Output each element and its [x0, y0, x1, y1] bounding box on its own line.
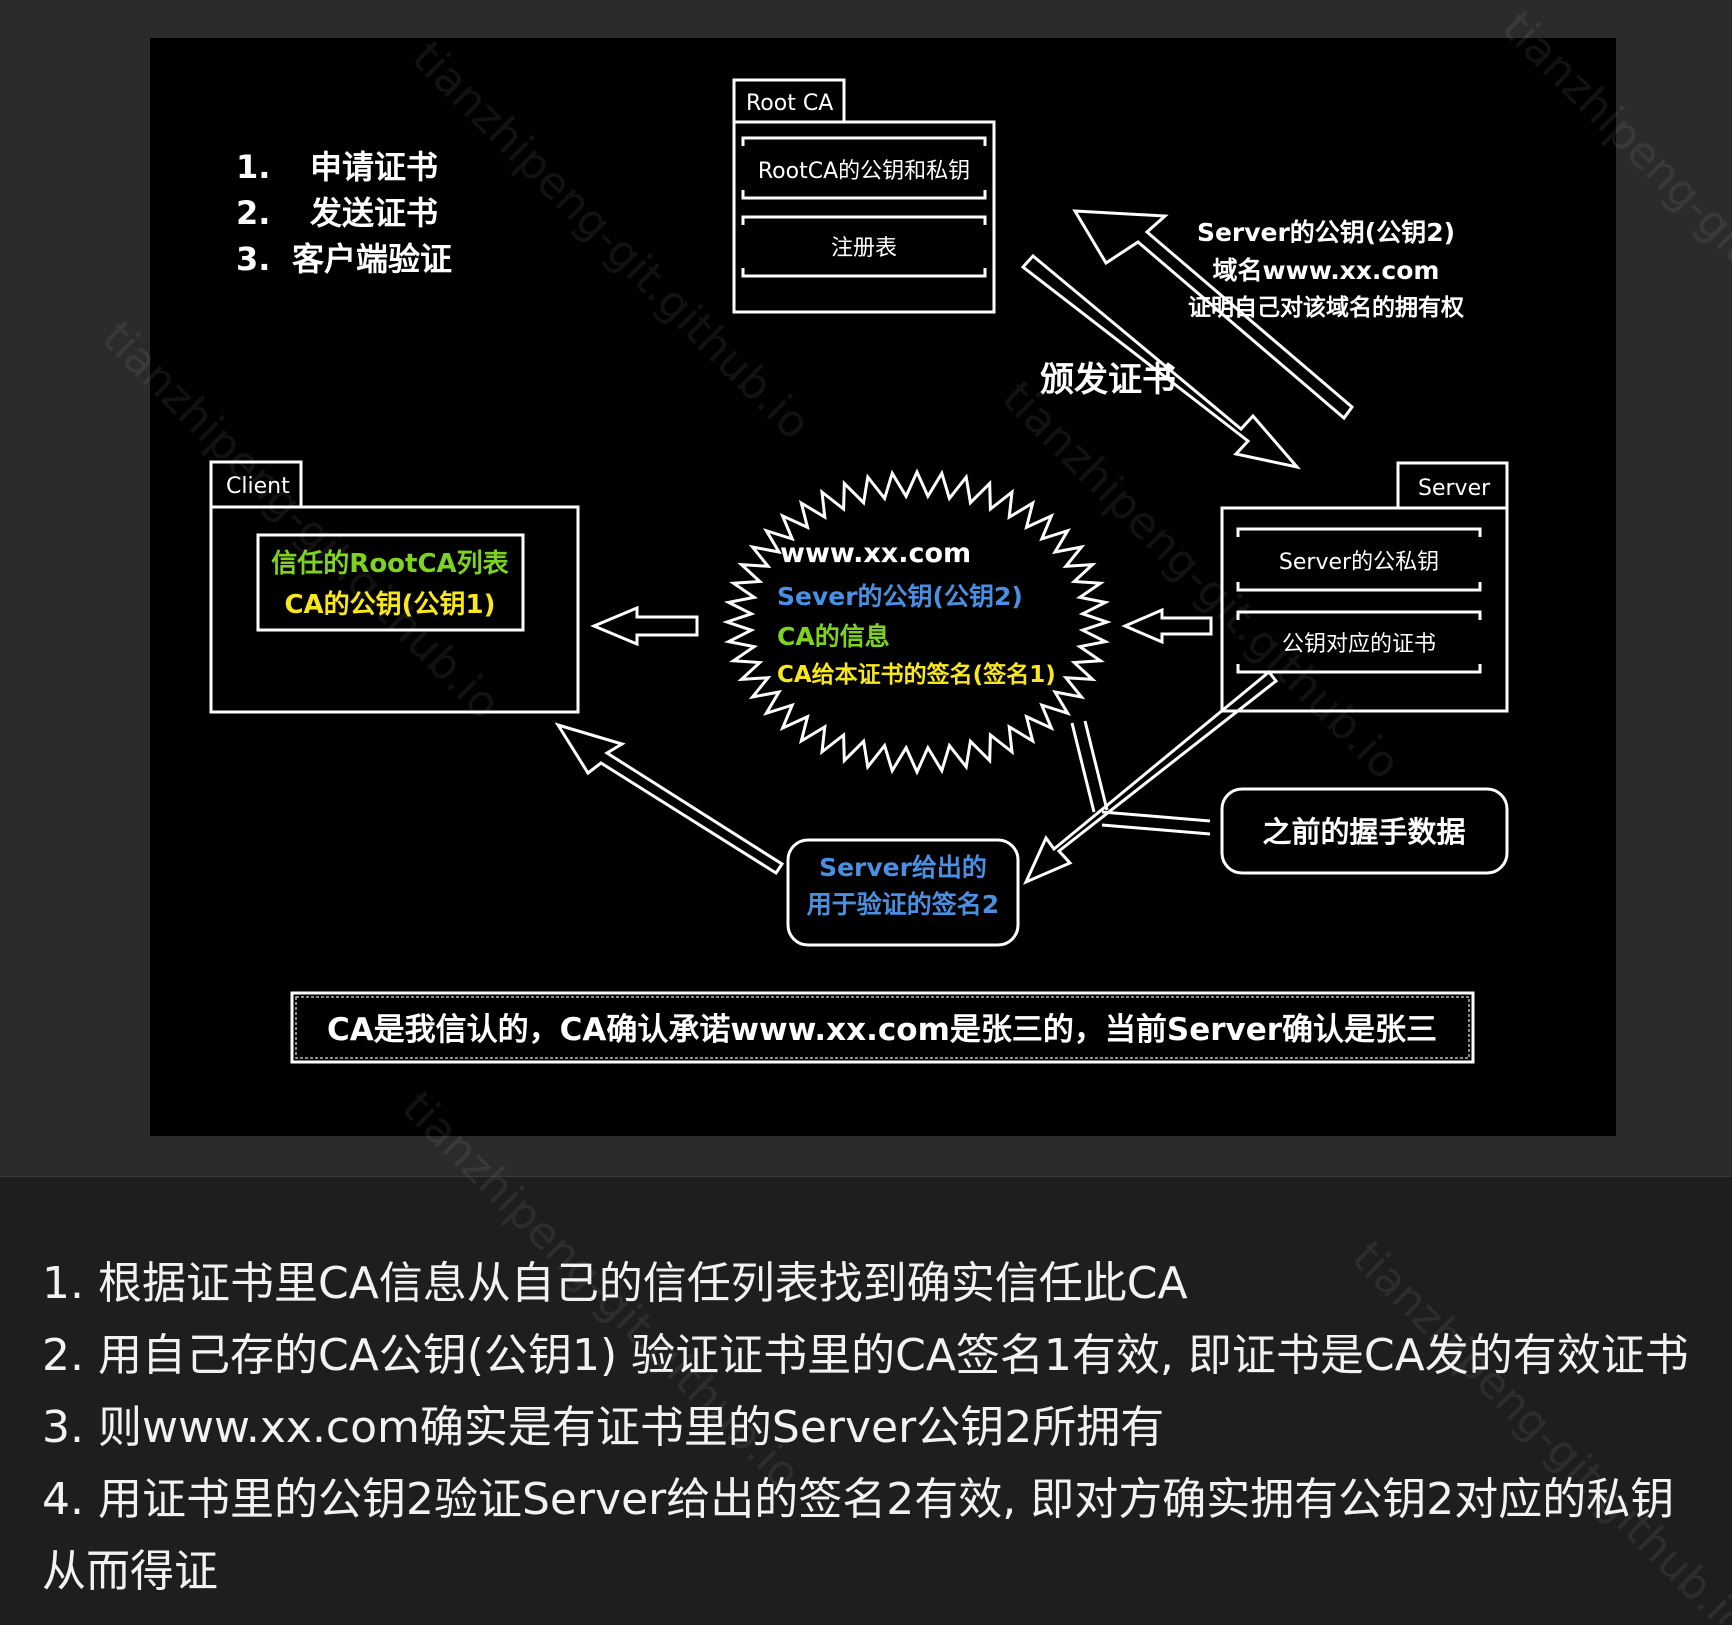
server-keypair-label: Server的公私钥: [1279, 550, 1439, 575]
handshake-label: 之前的握手数据: [1262, 815, 1465, 849]
root-ca-keys-box: [741, 136, 987, 200]
request-line-3: 证明自己对该域名的拥有权: [1188, 294, 1464, 321]
note-2: 2. 用自己存的CA公钥(公钥1) 验证证书里的CA签名1有效, 即证书是CA发…: [42, 1330, 1689, 1381]
client-trusted-list: 信任的RootCA列表: [271, 548, 509, 579]
conclusion-text: CA是我信认的，CA确认承诺www.xx.com是张三的，当前Server确认是…: [327, 1012, 1437, 1048]
server-tab-label: Server: [1418, 476, 1491, 501]
diagram: 1. 申请证书 2. 发送证书 3. 客户端验证 Root CA RootCA的…: [150, 38, 1616, 1136]
note-5: 从而得证: [42, 1546, 218, 1597]
server-body: [1220, 506, 1509, 713]
cert-ca-info: CA的信息: [777, 622, 890, 651]
issue-arrow: [1020, 253, 1302, 470]
note-3: 3. 则www.xx.com确实是有证书里的Server公钥2所拥有: [42, 1402, 1165, 1453]
server-keypair-box: [1236, 527, 1482, 592]
step-3-num: 3.: [236, 240, 270, 278]
signature2-box: [786, 838, 1020, 947]
note-4: 4. 用证书里的公钥2验证Server给出的签名2有效, 即对方确实拥有公钥2对…: [42, 1474, 1675, 1525]
request-line-1: Server的公钥(公钥2): [1197, 218, 1455, 247]
step-2-num: 2.: [236, 194, 270, 232]
server-to-cert-arrow: [1121, 607, 1213, 645]
notes: 1. 根据证书里CA信息从自己的信任列表找到确实信任此CA 2. 用自己存的CA…: [42, 1248, 1689, 1608]
request-text: Server的公钥(公钥2) 域名www.xx.com 证明自己对该域名的拥有权: [1188, 218, 1464, 321]
cert-signature: CA给本证书的签名(签名1): [777, 661, 1056, 688]
cert-pubkey: Sever的公钥(公钥2): [777, 582, 1023, 611]
client-tab-label: Client: [226, 474, 290, 499]
server-package: [1220, 461, 1509, 713]
server-cert-box: [1236, 610, 1482, 674]
server-cert-label: 公钥对应的证书: [1282, 632, 1436, 657]
root-ca-registry-label: 注册表: [831, 236, 897, 261]
diagram-canvas: [150, 38, 1616, 1136]
step-2-text: 发送证书: [310, 194, 438, 232]
client-body: [209, 505, 580, 714]
steps-list: 1. 申请证书 2. 发送证书 3. 客户端验证: [236, 148, 452, 278]
step-1-text: 申请证书: [310, 148, 438, 186]
issue-label: 颁发证书: [1040, 360, 1176, 400]
conclusion-box: [290, 991, 1475, 1064]
cert-domain: www.xx.com: [780, 538, 971, 569]
root-ca-tab-label: Root CA: [746, 91, 833, 116]
step-1-num: 1.: [236, 148, 270, 186]
request-line-2: 域名www.xx.com: [1213, 256, 1440, 285]
sig2-to-client-arrow: [554, 722, 785, 876]
root-ca-keys-label: RootCA的公钥和私钥: [758, 159, 970, 184]
handshake-box: [1220, 787, 1509, 875]
bottom-band: [0, 1176, 1732, 1625]
root-ca-registry-box: [741, 215, 987, 278]
cert-to-client-arrow: [590, 605, 699, 647]
handshake-lines: [1070, 720, 1211, 836]
request-arrow: [1072, 209, 1355, 421]
client-ca-key: CA的公钥(公钥1): [284, 589, 495, 620]
root-ca-package: [732, 78, 996, 314]
root-ca-body: [732, 120, 996, 314]
client-trust-box: [256, 533, 525, 632]
note-1: 1. 根据证书里CA信息从自己的信任列表找到确实信任此CA: [42, 1258, 1188, 1309]
server-to-sig2-arrow: [1023, 669, 1279, 885]
signature2-line-2: 用于验证的签名2: [807, 890, 999, 919]
step-3-text: 客户端验证: [292, 240, 452, 278]
signature2-line-1: Server给出的: [819, 853, 987, 882]
certificate-starburst: [722, 468, 1112, 776]
client-package: [209, 460, 580, 714]
